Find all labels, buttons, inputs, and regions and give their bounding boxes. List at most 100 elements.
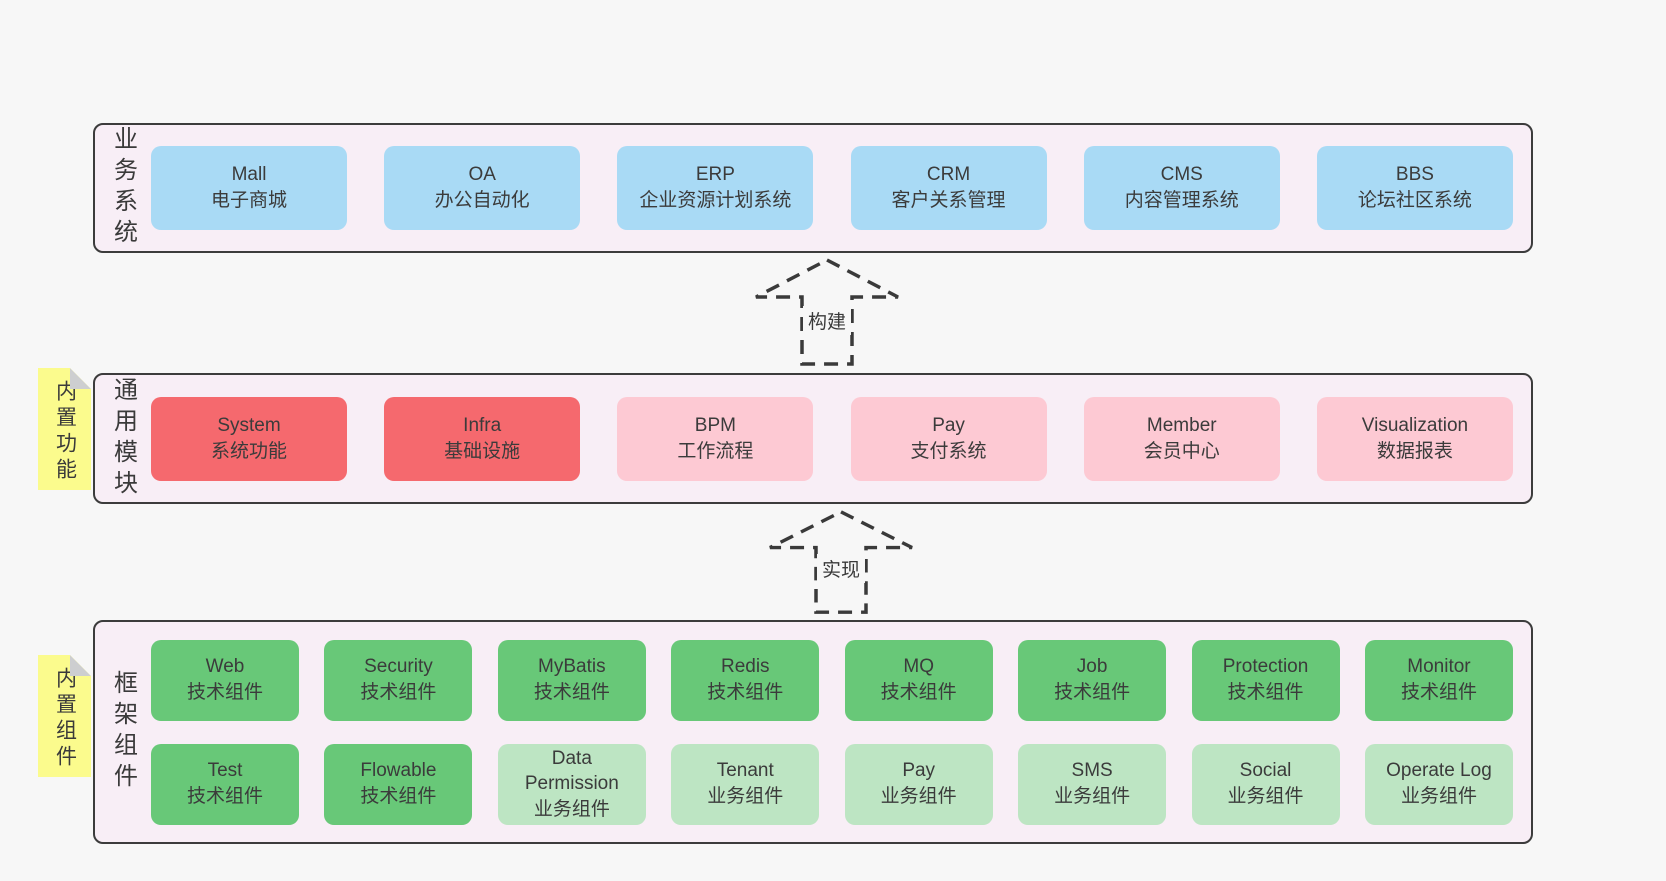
box-name: Tenant [716, 760, 774, 782]
box-name: Test [207, 760, 243, 782]
box-desc: 技术组件 [533, 682, 610, 703]
arrow-label: 构建 [802, 306, 852, 335]
box-desc: 系统功能 [210, 440, 287, 462]
dashed-up-arrow-build: 构建 [752, 256, 902, 368]
layer-framework-components: 框架组件 Web 技术组件 Security 技术组件 MyBatis 技术组件… [93, 620, 1533, 844]
sticky-note-label: 内置功能 [53, 380, 77, 484]
box-operate-log: Operate Log 业务组件 [1364, 743, 1513, 825]
box-desc: 技术组件 [880, 682, 957, 703]
box-data-permission: Data Permission 业务组件 [497, 743, 646, 825]
box-name: Visualization [1361, 414, 1469, 436]
box-member: Member 会员中心 [1083, 396, 1280, 481]
box-desc: 业务组件 [533, 798, 610, 820]
box-social: Social 业务组件 [1191, 743, 1340, 825]
box-pay-component: Pay 业务组件 [844, 743, 993, 825]
box-name: Pay [932, 414, 965, 436]
box-desc: 基础设施 [444, 440, 521, 462]
sticky-note-built-in-components: 内置组件 [38, 655, 91, 777]
box-sms: SMS 业务组件 [1018, 743, 1167, 825]
box-name: Redis [720, 656, 770, 678]
box-desc: 技术组件 [1054, 682, 1131, 703]
box-cms: CMS 内容管理系统 [1083, 146, 1280, 230]
box-name: Data Permission [524, 747, 619, 795]
box-desc: 论坛社区系统 [1357, 190, 1472, 211]
layer-common-modules: 通用模块 System 系统功能 Infra 基础设施 BPM 工作流程 Pay… [93, 373, 1533, 504]
box-infra: Infra 基础设施 [384, 396, 581, 481]
box-desc: 工作流程 [677, 440, 754, 462]
box-mq: MQ 技术组件 [844, 639, 993, 721]
box-system: System 系统功能 [151, 396, 347, 481]
component-row-2: Test 技术组件 Flowable 技术组件 Data Permission … [151, 743, 1513, 825]
box-name: Member [1146, 414, 1217, 436]
box-desc: 数据报表 [1376, 440, 1453, 462]
box-protection: Protection 技术组件 [1191, 639, 1340, 721]
arrow-label: 实现 [816, 554, 866, 583]
box-name: Job [1076, 656, 1108, 678]
box-flowable: Flowable 技术组件 [324, 743, 473, 825]
box-name: Operate Log [1386, 760, 1492, 782]
box-name: ERP [695, 164, 735, 186]
box-name: BPM [694, 414, 736, 436]
box-security: Security 技术组件 [324, 639, 473, 721]
box-name: Flowable [360, 760, 437, 782]
box-name: Security [364, 656, 433, 678]
box-visualization: Visualization 数据报表 [1316, 396, 1513, 481]
up-arrow-icon [755, 258, 899, 366]
box-desc: 业务组件 [1227, 786, 1304, 807]
box-desc: 内容管理系统 [1124, 190, 1239, 211]
box-name: MQ [903, 656, 934, 678]
box-name: Web [205, 656, 245, 678]
box-tenant: Tenant 业务组件 [671, 743, 820, 825]
box-desc: 技术组件 [1227, 682, 1304, 703]
box-desc: 办公自动化 [434, 190, 530, 211]
box-bbs: BBS 论坛社区系统 [1316, 146, 1513, 230]
layer-box-rows: Web 技术组件 Security 技术组件 MyBatis 技术组件 Redi… [151, 622, 1531, 842]
box-job: Job 技术组件 [1018, 639, 1167, 721]
box-mall: Mall 电子商城 [151, 146, 347, 230]
layer-business-systems: 业务系统 Mall 电子商城 OA 办公自动化 ERP 企业资源计划系统 CRM… [93, 123, 1533, 253]
box-name: Social [1239, 760, 1292, 782]
box-desc: 技术组件 [1400, 682, 1477, 703]
box-desc: 技术组件 [186, 682, 263, 703]
layer-title: 框架组件 [109, 670, 137, 794]
box-test: Test 技术组件 [151, 743, 299, 825]
dashed-up-arrow-implement: 实现 [766, 508, 916, 616]
sticky-note-built-in-features: 内置功能 [38, 368, 91, 490]
box-name: Pay [902, 760, 936, 782]
layer-title: 通用模块 [109, 376, 137, 501]
box-desc: 技术组件 [186, 786, 263, 807]
box-monitor: Monitor 技术组件 [1364, 639, 1513, 721]
box-desc: 技术组件 [360, 682, 437, 703]
box-name: CMS [1160, 164, 1203, 186]
box-desc: 业务组件 [1400, 786, 1477, 807]
box-name: System [217, 414, 281, 436]
box-name: Infra [463, 414, 502, 436]
box-pay-system: Pay 支付系统 [850, 396, 1047, 481]
box-bpm: BPM 工作流程 [617, 396, 814, 481]
box-name: SMS [1071, 760, 1113, 782]
box-oa: OA 办公自动化 [384, 146, 581, 230]
box-desc: 业务组件 [707, 786, 784, 807]
box-mybatis: MyBatis 技术组件 [497, 639, 646, 721]
up-arrow-icon [769, 509, 913, 614]
box-name: CRM [926, 164, 971, 186]
layer-title: 业务系统 [109, 126, 137, 250]
box-desc: 技术组件 [360, 786, 437, 807]
box-name: OA [468, 164, 496, 186]
box-name: BBS [1395, 164, 1434, 186]
box-crm: CRM 客户关系管理 [850, 146, 1047, 230]
box-desc: 电子商城 [210, 190, 287, 211]
box-desc: 业务组件 [880, 786, 957, 807]
layer-box-row: Mall 电子商城 OA 办公自动化 ERP 企业资源计划系统 CRM 客户关系… [151, 125, 1531, 251]
box-desc: 企业资源计划系统 [639, 190, 792, 211]
layer-box-row: System 系统功能 Infra 基础设施 BPM 工作流程 Pay 支付系统… [151, 375, 1531, 502]
box-desc: 业务组件 [1054, 786, 1131, 807]
box-erp: ERP 企业资源计划系统 [617, 146, 814, 230]
box-name: Monitor [1407, 656, 1471, 678]
box-desc: 客户关系管理 [891, 190, 1006, 211]
sticky-note-label: 内置组件 [53, 667, 77, 771]
box-desc: 会员中心 [1143, 440, 1220, 462]
box-desc: 支付系统 [910, 440, 987, 462]
box-name: Protection [1222, 656, 1309, 678]
box-redis: Redis 技术组件 [671, 639, 820, 721]
